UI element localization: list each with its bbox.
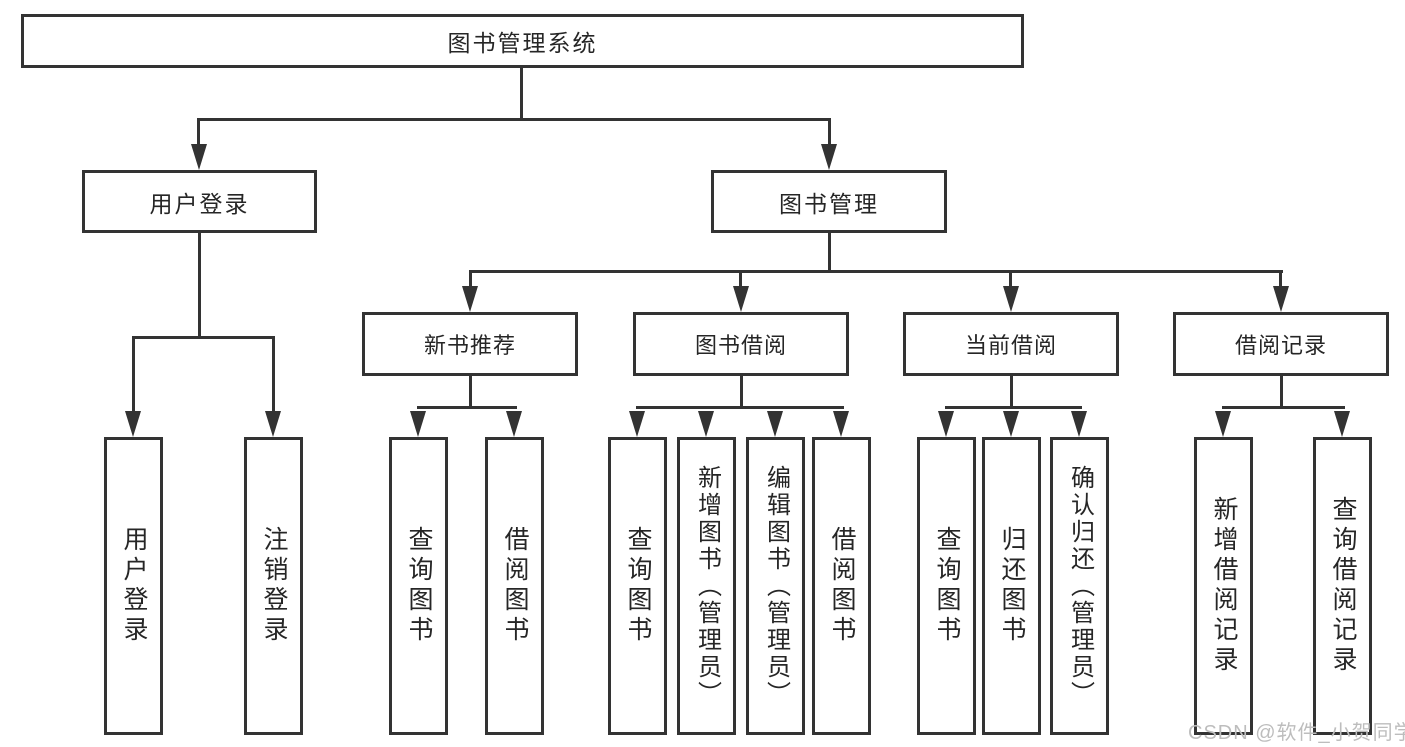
connector-stem — [469, 270, 472, 288]
leaf-logout-login: 注销登录 — [244, 437, 303, 735]
leaf-label: 借阅图书 — [828, 526, 856, 646]
leaf-label: 确认归还（管理员） — [1066, 464, 1094, 708]
leaf-label: 编辑图书（管理员） — [762, 464, 790, 708]
node-label: 借阅记录 — [1234, 333, 1327, 358]
node-user-login: 用户登录 — [82, 170, 317, 233]
arrow-down-icon — [767, 411, 783, 437]
connector-stem — [739, 270, 742, 288]
arrow-down-icon — [410, 411, 426, 437]
connector-newbook-vline — [469, 376, 472, 409]
leaf-label: 注销登录 — [260, 526, 288, 646]
connector-newbook-hline — [417, 406, 517, 409]
connector-bookborrow-hline — [636, 406, 844, 409]
leaf-add-borrow-record: 新增借阅记录 — [1194, 437, 1253, 735]
connector-stem — [272, 336, 275, 413]
connector-stem — [197, 118, 200, 148]
leaf-label: 查询图书 — [405, 526, 433, 646]
leaf-label: 查询图书 — [933, 526, 961, 646]
leaf-query-books-recommend: 查询图书 — [389, 437, 448, 735]
arrow-down-icon — [1215, 411, 1231, 437]
leaf-label: 归还图书 — [998, 526, 1026, 646]
arrow-down-icon — [1003, 411, 1019, 437]
leaf-borrow-books-recommend: 借阅图书 — [485, 437, 544, 735]
node-label: 新书推荐 — [423, 333, 516, 358]
leaf-query-books-current: 查询图书 — [917, 437, 976, 735]
node-label: 用户登录 — [149, 190, 250, 217]
node-label: 当前借阅 — [964, 333, 1057, 358]
connector-currentborrow-vline — [1010, 376, 1013, 409]
leaf-confirm-return-admin: 确认归还（管理员） — [1050, 437, 1109, 735]
connector-root-vline — [520, 68, 523, 121]
connector-userlogin-vline — [198, 233, 201, 339]
node-book-borrowing: 图书借阅 — [633, 312, 849, 376]
leaf-borrow-books-borrowing: 借阅图书 — [812, 437, 871, 735]
node-label: 图书管理系统 — [447, 30, 598, 56]
connector-bookborrow-vline — [740, 376, 743, 409]
leaf-label: 查询图书 — [624, 526, 652, 646]
arrow-down-icon — [506, 411, 522, 437]
connector-bookmgmt-hline — [469, 270, 1283, 273]
node-label: 图书管理 — [779, 190, 879, 217]
connector-root-hline — [197, 118, 831, 121]
arrow-down-icon — [191, 144, 207, 170]
connector-stem — [1279, 270, 1282, 288]
node-current-borrowing: 当前借阅 — [903, 312, 1119, 376]
csdn-watermark: CSDN @软件_小贺同学 — [1188, 722, 1405, 744]
arrow-down-icon — [1273, 286, 1289, 312]
arrow-down-icon — [938, 411, 954, 437]
leaf-label: 查询借阅记录 — [1329, 496, 1357, 676]
connector-currentborrow-hline — [945, 406, 1082, 409]
arrow-down-icon — [698, 411, 714, 437]
arrow-down-icon — [833, 411, 849, 437]
leaf-user-login: 用户登录 — [104, 437, 163, 735]
arrow-down-icon — [1071, 411, 1087, 437]
arrow-down-icon — [1334, 411, 1350, 437]
leaf-query-borrow-record: 查询借阅记录 — [1313, 437, 1372, 735]
leaf-query-books-borrowing: 查询图书 — [608, 437, 667, 735]
connector-stem — [1009, 270, 1012, 288]
arrow-down-icon — [462, 286, 478, 312]
leaf-label: 新增图书（管理员） — [693, 464, 721, 708]
node-borrowing-records: 借阅记录 — [1173, 312, 1389, 376]
arrow-down-icon — [629, 411, 645, 437]
arrow-down-icon — [821, 144, 837, 170]
connector-records-hline — [1222, 406, 1345, 409]
arrow-down-icon — [1003, 286, 1019, 312]
connector-stem — [132, 336, 135, 413]
leaf-return-books: 归还图书 — [982, 437, 1041, 735]
node-label: 图书借阅 — [694, 333, 787, 358]
connector-userlogin-hline — [132, 336, 275, 339]
leaf-edit-books-admin: 编辑图书（管理员） — [746, 437, 805, 735]
arrow-down-icon — [733, 286, 749, 312]
node-book-management: 图书管理 — [711, 170, 947, 233]
connector-stem — [828, 118, 831, 148]
connector-records-vline — [1280, 376, 1283, 409]
node-library-management-system: 图书管理系统 — [21, 14, 1024, 68]
leaf-label: 新增借阅记录 — [1210, 496, 1238, 676]
leaf-add-books-admin: 新增图书（管理员） — [677, 437, 736, 735]
arrow-down-icon — [125, 411, 141, 437]
arrow-down-icon — [265, 411, 281, 437]
leaf-label: 借阅图书 — [501, 526, 529, 646]
node-new-book-recommend: 新书推荐 — [362, 312, 578, 376]
leaf-label: 用户登录 — [120, 526, 148, 646]
connector-bookmgmt-vline — [828, 233, 831, 273]
